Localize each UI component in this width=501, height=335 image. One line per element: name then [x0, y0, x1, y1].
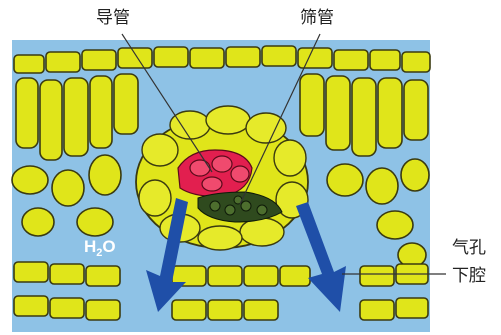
stomatal-chamber-label-line2: 下腔: [452, 268, 486, 285]
xylem-vessels: [178, 150, 252, 196]
xylem-label: 导管: [96, 10, 130, 27]
stomatal-chamber-label-line1: 气孔: [452, 240, 486, 257]
phloem-label: 筛管: [300, 10, 334, 27]
